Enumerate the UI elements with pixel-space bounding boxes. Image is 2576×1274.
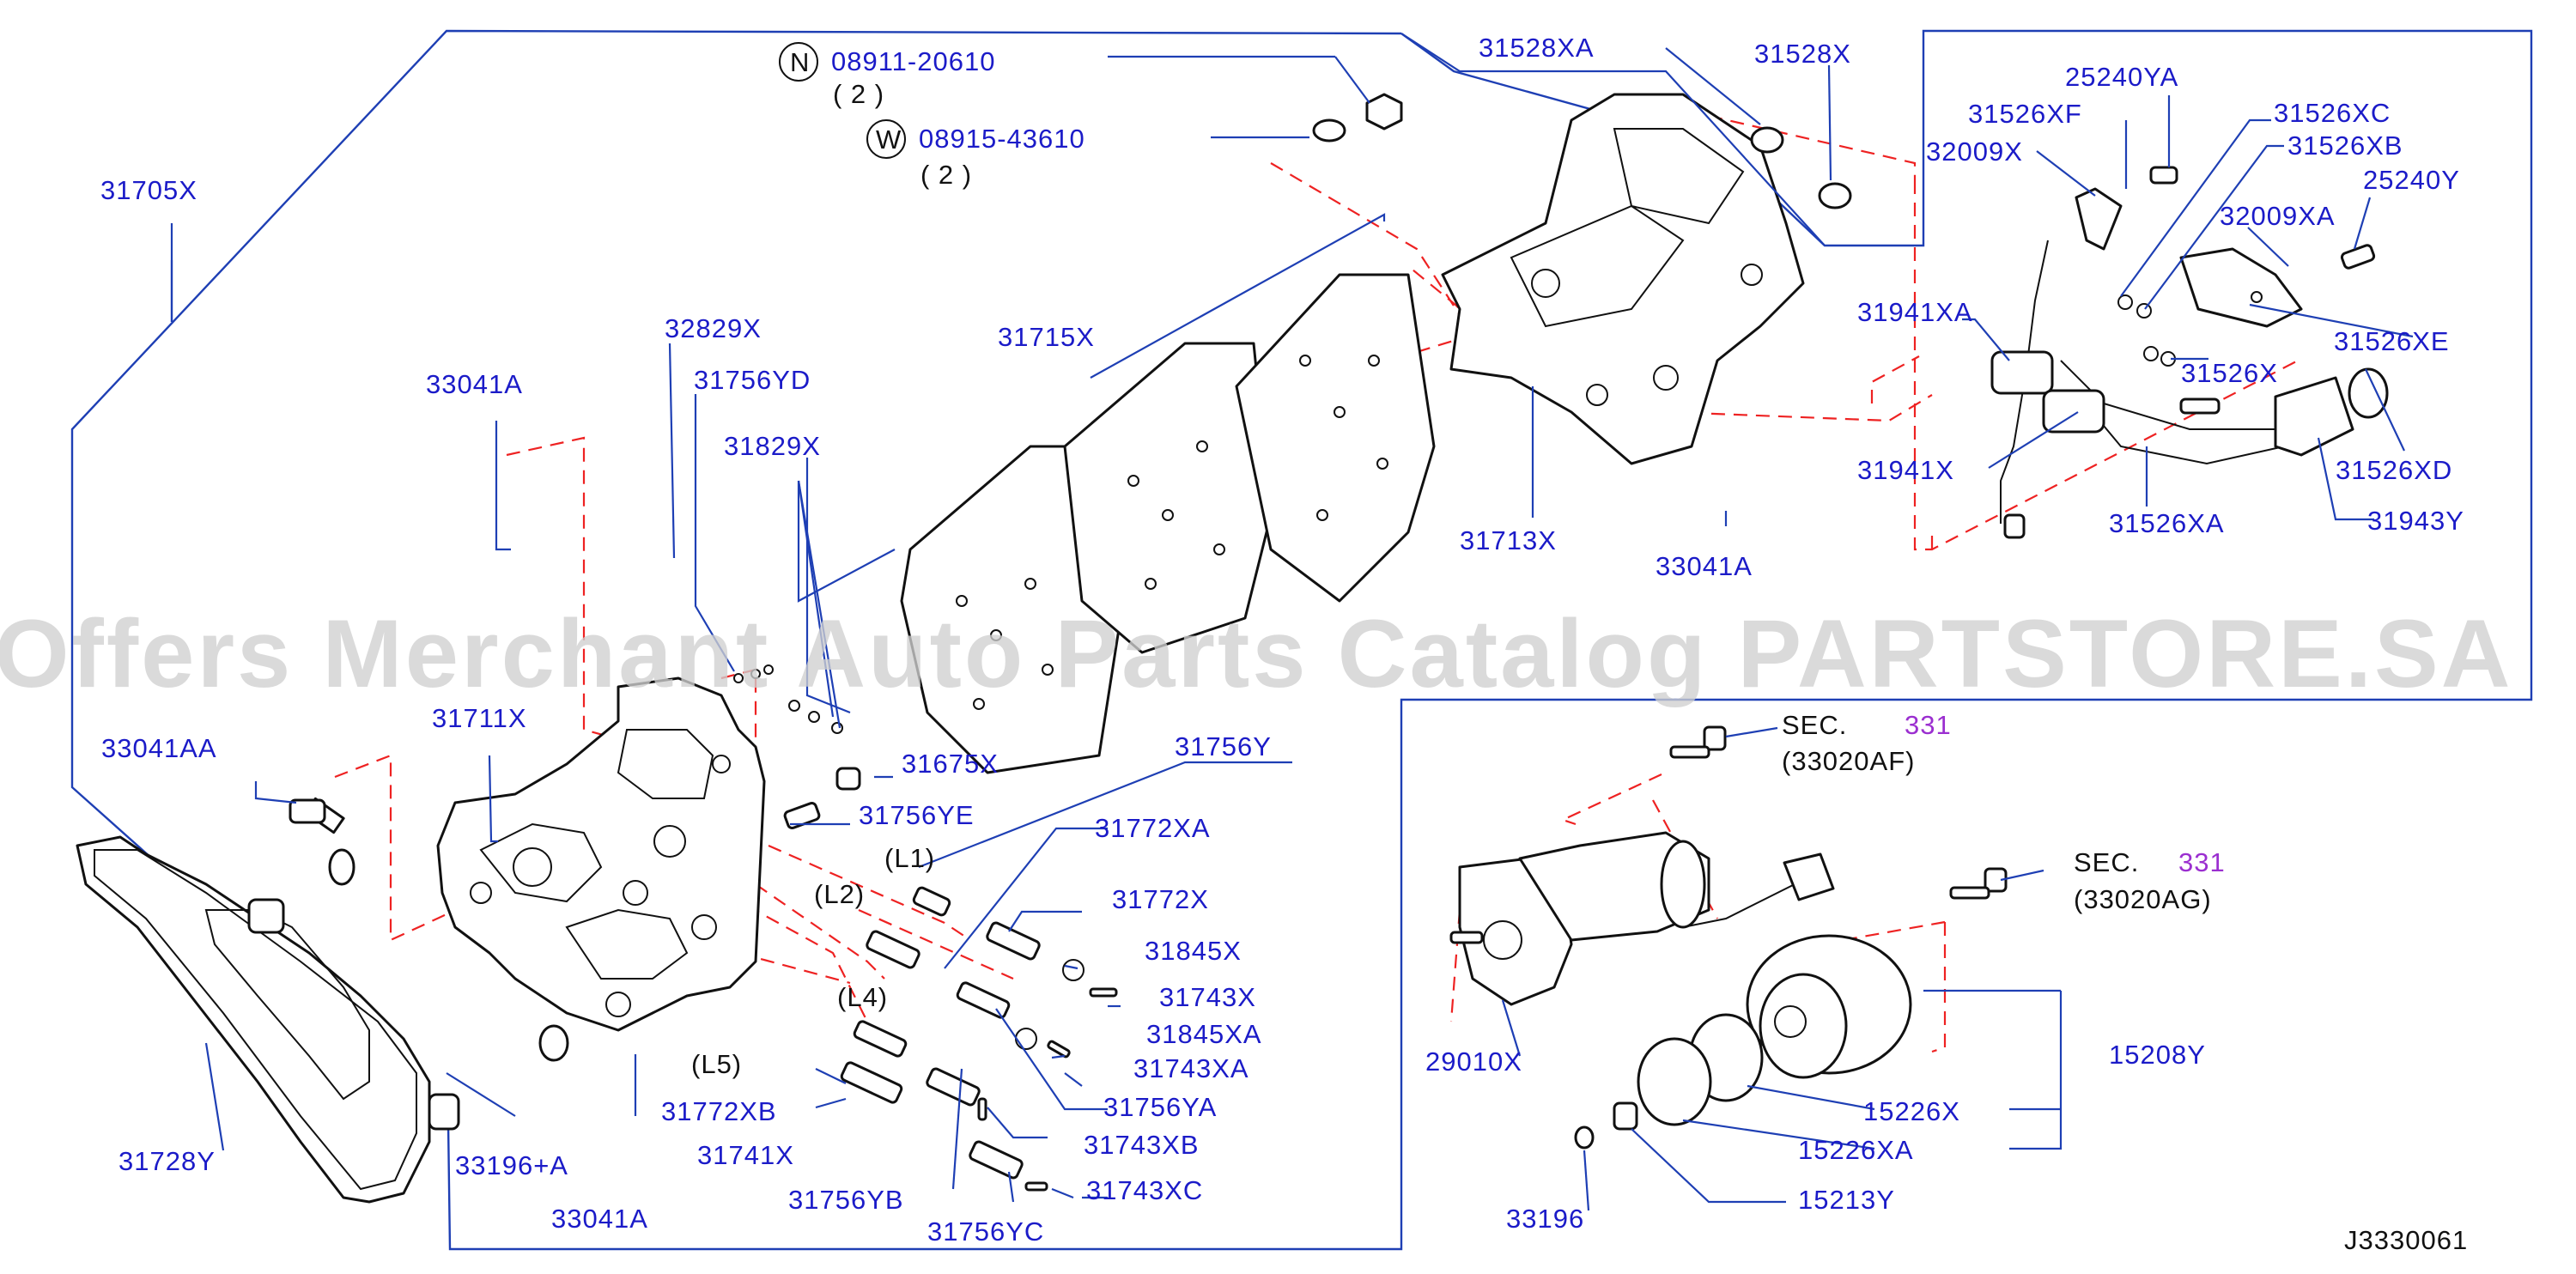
label-33196[interactable]: 33196: [1506, 1204, 1584, 1234]
seal-31528X: [1818, 182, 1852, 209]
label-31526XE[interactable]: 31526XE: [2334, 326, 2450, 356]
pump-assembly-drawing: [1574, 934, 1912, 1150]
actuator-motor-drawing: [1449, 831, 1835, 1006]
label-31711X[interactable]: 31711X: [432, 703, 527, 733]
label-31772XA[interactable]: 31772XA: [1095, 813, 1211, 843]
solenoid-harness-drawing: [1990, 166, 2389, 539]
label-31705X[interactable]: 31705X: [100, 175, 197, 205]
label-31526XF[interactable]: 31526XF: [1968, 99, 2082, 129]
sec-label-2: SEC.: [2074, 847, 2139, 877]
label-L5: (L5): [691, 1049, 742, 1079]
label-31526XD[interactable]: 31526XD: [2336, 455, 2452, 485]
label-31743XB[interactable]: 31743XB: [1084, 1130, 1200, 1160]
label-31941XA[interactable]: 31941XA: [1857, 297, 1973, 327]
sec-code-1: (33020AF): [1782, 746, 1915, 776]
label-31743XA[interactable]: 31743XA: [1133, 1053, 1249, 1083]
label-31943Y[interactable]: 31943Y: [2367, 506, 2464, 536]
label-15226XA[interactable]: 15226XA: [1798, 1135, 1914, 1165]
label-31675X[interactable]: 31675X: [902, 749, 999, 779]
label-08915-43610[interactable]: 08915-43610: [919, 124, 1085, 154]
sec-label-1: SEC.: [1782, 710, 1847, 740]
label-31772X[interactable]: 31772X: [1112, 884, 1209, 914]
label-15226X[interactable]: 15226X: [1863, 1096, 1960, 1126]
label-31526XB[interactable]: 31526XB: [2287, 130, 2403, 161]
label-31526XA[interactable]: 31526XA: [2109, 508, 2225, 538]
label-29010X[interactable]: 29010X: [1425, 1046, 1522, 1077]
label-15208Y[interactable]: 15208Y: [2109, 1040, 2206, 1070]
label-31526XC[interactable]: 31526XC: [2274, 98, 2391, 128]
label-L2: (L2): [814, 879, 865, 909]
label-08911-20610[interactable]: 08911-20610: [831, 46, 995, 76]
qty-08915: ( 2 ): [920, 160, 972, 190]
sec-link-331-b[interactable]: 331: [2178, 847, 2226, 877]
label-31756YA[interactable]: 31756YA: [1103, 1092, 1217, 1122]
label-31743XC[interactable]: 31743XC: [1086, 1175, 1203, 1205]
label-31756Y[interactable]: 31756Y: [1175, 731, 1272, 761]
label-33041A-right[interactable]: 33041A: [1656, 551, 1753, 581]
label-32829X[interactable]: 32829X: [665, 313, 762, 343]
label-31715X[interactable]: 31715X: [998, 322, 1095, 352]
watermark-text: Offers Merchant Auto Parts Catalog PARTS…: [0, 600, 2513, 707]
label-31528X[interactable]: 31528X: [1754, 39, 1851, 69]
strainer-drawing: [76, 835, 460, 1204]
bolts-drawing: [289, 725, 2008, 900]
label-31728Y[interactable]: 31728Y: [118, 1146, 216, 1176]
label-25240Y[interactable]: 25240Y: [2363, 165, 2460, 195]
label-31829X[interactable]: 31829X: [724, 431, 821, 461]
n-marker-circle: [779, 42, 818, 82]
label-31756YD[interactable]: 31756YD: [694, 365, 811, 395]
label-31741X[interactable]: 31741X: [697, 1140, 794, 1170]
label-31743X[interactable]: 31743X: [1159, 982, 1256, 1012]
label-31756YE[interactable]: 31756YE: [859, 800, 975, 830]
qty-08911: ( 2 ): [833, 79, 884, 109]
leader-lines: [170, 33, 2414, 1211]
w-marker-circle: [866, 119, 906, 159]
label-33041A-bottom[interactable]: 33041A: [551, 1204, 648, 1234]
part-labels: N 08911-20610 ( 2 ) W 08915-43610 ( 2 ) …: [100, 33, 2468, 1255]
label-33041AA[interactable]: 33041AA: [101, 733, 217, 763]
label-33041A-top[interactable]: 33041A: [426, 369, 523, 399]
n-marker: N: [790, 47, 810, 77]
lower-valve-body-drawing: [436, 676, 766, 1032]
label-31528XA[interactable]: 31528XA: [1479, 33, 1595, 63]
nut-08911: [1365, 93, 1403, 130]
washer-08915: [1312, 118, 1346, 143]
separator-plates-drawing: [900, 273, 1436, 774]
label-15213Y[interactable]: 15213Y: [1798, 1185, 1895, 1215]
label-32009XA[interactable]: 32009XA: [2220, 201, 2336, 231]
label-31941X[interactable]: 31941X: [1857, 455, 1954, 485]
parts-drawing: [76, 93, 2389, 1204]
label-31845X[interactable]: 31845X: [1145, 936, 1242, 966]
label-31845XA[interactable]: 31845XA: [1146, 1019, 1262, 1049]
diagram-code: J3330061: [2344, 1225, 2468, 1255]
label-31526X[interactable]: 31526X: [2181, 358, 2278, 388]
sec-link-331-a[interactable]: 331: [1905, 710, 1952, 740]
label-31713X[interactable]: 31713X: [1460, 525, 1557, 555]
label-31772XB[interactable]: 31772XB: [661, 1096, 777, 1126]
sec-code-2: (33020AG): [2074, 884, 2212, 914]
label-L4: (L4): [837, 982, 888, 1012]
w-marker: W: [876, 124, 902, 155]
label-25240YA[interactable]: 25240YA: [2065, 62, 2178, 92]
upper-valve-body-drawing: [1441, 93, 1805, 465]
label-L1: (L1): [884, 843, 935, 873]
label-31756YB[interactable]: 31756YB: [788, 1185, 904, 1215]
seal-31528XA: [1750, 126, 1784, 154]
label-32009X[interactable]: 32009X: [1926, 136, 2023, 167]
label-33196A[interactable]: 33196+A: [455, 1150, 568, 1180]
label-31756YC[interactable]: 31756YC: [927, 1216, 1044, 1247]
